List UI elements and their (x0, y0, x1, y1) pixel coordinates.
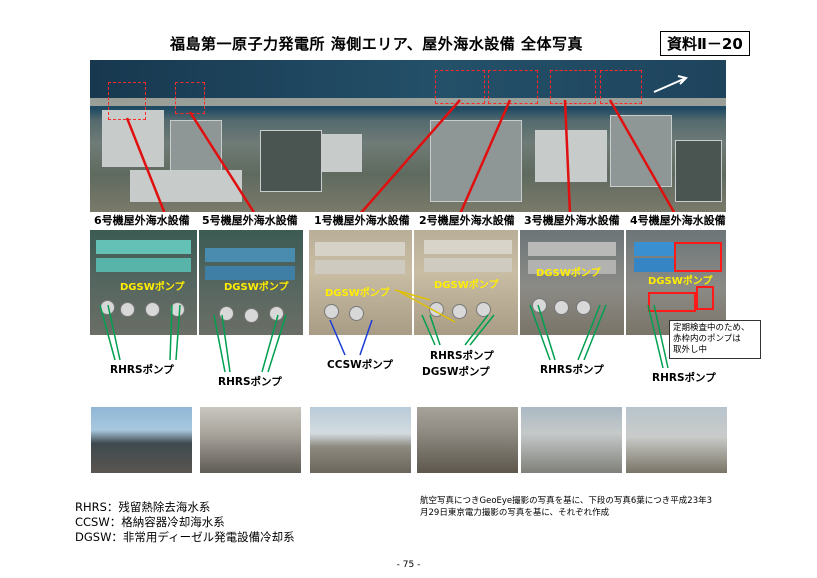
unit1-label: 1号機屋外海水設備 (312, 212, 412, 229)
legend: RHRS：残留熱除去海水系 CCSW：格納容器冷却海水系 DGSW：非常用ディー… (75, 500, 295, 545)
source-note-line: 航空写真につきGeoEye撮影の写真を基に、下段の写真6葉につき平成23年3 (420, 496, 713, 506)
reactor-building (430, 120, 522, 202)
dgsw-pump-label: DGSWポンプ (434, 280, 499, 291)
pump (120, 302, 135, 317)
u6-rhrs-pump-label: RHRSポンプ (110, 364, 174, 376)
pump-row (528, 260, 616, 274)
site-photo-2 (200, 407, 301, 473)
pump (244, 308, 259, 323)
reactor-building (610, 115, 672, 187)
highlight-box (550, 70, 596, 104)
unit1-photo: DGSWポンプ (309, 230, 412, 335)
inspection-note: 定期検査中のため、 赤枠内のポンプは 取外し中 (669, 320, 761, 359)
highlight-box (435, 70, 485, 104)
page-number: - 75 - (396, 560, 421, 570)
pump (324, 304, 339, 319)
u1-ccsw-pump-label: CCSWポンプ (327, 359, 393, 371)
site-photo-6 (626, 407, 727, 473)
unit4-photo: DGSWポンプ (626, 230, 726, 335)
pump-row (634, 242, 674, 256)
unit3-photo: DGSWポンプ (520, 230, 624, 335)
removed-pump-box (674, 242, 722, 272)
pump-row (205, 248, 295, 262)
removed-pump-box (696, 286, 714, 310)
pump-row (315, 260, 405, 274)
pump (170, 302, 185, 317)
legend-dgsw: DGSW：非常用ディーゼル発電設備冷却系 (75, 530, 295, 544)
unit5-label: 5号機屋外海水設備 (200, 212, 300, 229)
site-photo-5 (521, 407, 622, 473)
legend-ccsw: CCSW：格納容器冷却海水系 (75, 515, 225, 529)
dgsw-pump-label: DGSWポンプ (648, 276, 713, 287)
pump-row (424, 258, 512, 272)
pump-row (634, 258, 674, 272)
site-photo-4 (417, 407, 518, 473)
pump (554, 300, 569, 315)
reactor-building (535, 130, 607, 182)
note-line: 取外し中 (673, 345, 708, 355)
pump-row (424, 240, 512, 254)
pump-row (315, 242, 405, 256)
building (260, 130, 322, 192)
site-photo-1 (91, 407, 192, 473)
unit3-label: 3号機屋外海水設備 (522, 212, 622, 229)
source-note: 航空写真につきGeoEye撮影の写真を基に、下段の写真6葉につき平成23年3 月… (420, 495, 740, 519)
pump (145, 302, 160, 317)
legend-rhrs: RHRS：残留熱除去海水系 (75, 500, 211, 514)
aerial-photo (90, 60, 726, 212)
pump-row (205, 266, 295, 280)
u4-rhrs-pump-label: RHRSポンプ (652, 372, 716, 384)
pump (532, 298, 547, 313)
removed-pump-box (648, 292, 696, 312)
highlight-box (488, 70, 538, 104)
dgsw-pump-label: DGSWポンプ (224, 282, 289, 293)
pump (349, 306, 364, 321)
dgsw-pump-label: DGSWポンプ (536, 268, 601, 279)
note-line: 定期検査中のため、 (673, 323, 750, 333)
pump-row (528, 242, 616, 256)
u2-dgsw-pump-label: DGSWポンプ (422, 366, 490, 378)
site-photo-3 (310, 407, 411, 473)
u2-rhrs-pump-label: RHRSポンプ (430, 350, 494, 362)
pump (576, 300, 591, 315)
unit2-label: 2号機屋外海水設備 (417, 212, 517, 229)
pump (476, 302, 491, 317)
north-arrow-icon (653, 75, 688, 93)
unit6-label: 6号機屋外海水設備 (92, 212, 192, 229)
pump-row (96, 240, 191, 254)
pump (452, 304, 467, 319)
shoreline (90, 98, 726, 106)
page-title: 福島第一原子力発電所 海側エリア、屋外海水設備 全体写真 (170, 35, 583, 53)
building (322, 134, 362, 172)
pump-row (96, 258, 191, 272)
source-note-line: 月29日東京電力撮影の写真を基に、それぞれ作成 (420, 508, 610, 518)
u5-rhrs-pump-label: RHRSポンプ (218, 376, 282, 388)
note-line: 赤枠内のポンプは (673, 334, 741, 344)
highlight-box (600, 70, 642, 104)
sea-area (90, 60, 726, 102)
u3-rhrs-pump-label: RHRSポンプ (540, 364, 604, 376)
reactor-building (675, 140, 722, 202)
dgsw-pump-label: DGSWポンプ (120, 282, 185, 293)
unit4-label: 4号機屋外海水設備 (628, 212, 728, 229)
document-reference: 資料Ⅱ－20 (660, 31, 750, 56)
dgsw-pump-label: DGSWポンプ (325, 288, 390, 299)
